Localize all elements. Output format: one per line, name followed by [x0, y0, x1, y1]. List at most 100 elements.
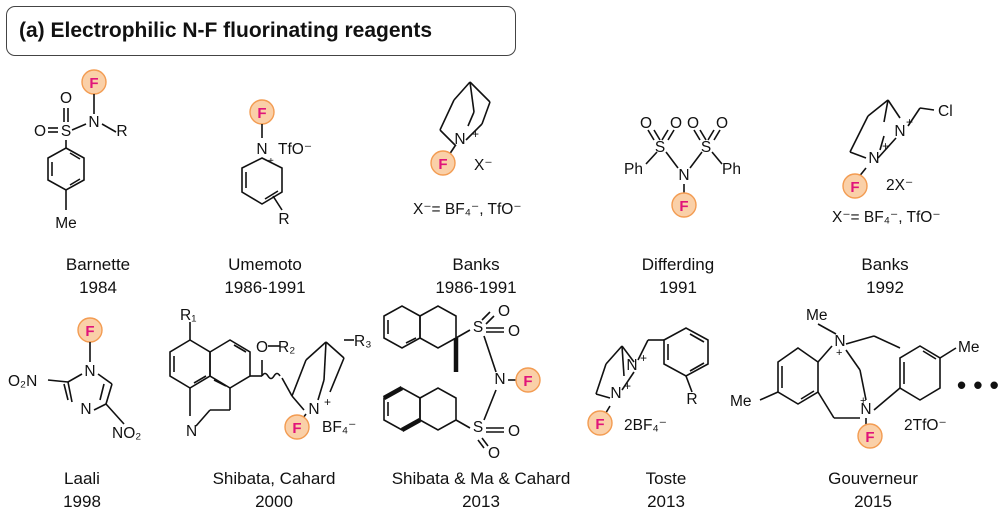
reagent-name: Differding: [642, 255, 714, 274]
atom-n: N: [610, 385, 621, 402]
charge-plus: +: [882, 139, 889, 153]
fluorine-badge: [857, 423, 883, 449]
counterion-definition: X⁻= BF₄⁻, TfO⁻: [832, 209, 941, 226]
counterion-x: X⁻: [474, 157, 493, 174]
nitro-group: NO₂: [112, 425, 141, 442]
atom-n: N: [80, 401, 91, 418]
charge-plus: +: [624, 379, 631, 393]
fluorine-badge: [515, 367, 541, 393]
atom-cl: Cl: [938, 103, 953, 120]
reagent-year: 2000: [255, 492, 293, 511]
fluorine-label: F: [257, 105, 266, 122]
atom-n: N: [860, 401, 871, 418]
reagent-year: 1992: [866, 278, 904, 297]
fluorine-label: F: [438, 156, 447, 173]
reagent-name: Toste: [646, 469, 687, 488]
atom-me: Me: [730, 393, 752, 410]
atom-o: O: [488, 445, 500, 462]
atom-ph: Ph: [624, 161, 643, 178]
reagent-year: 2013: [462, 492, 500, 511]
reagent-year: 1986-1991: [435, 278, 516, 297]
atom-o: O: [508, 323, 520, 340]
atom-o: O: [716, 115, 728, 132]
atom-n: N: [868, 150, 879, 167]
atom-me: Me: [806, 307, 828, 324]
atom-r: R: [116, 123, 127, 140]
structure-umemoto: F N + TfO⁻ R: [241, 99, 312, 228]
atom-n: N: [626, 357, 637, 374]
reagent-year: 2013: [647, 492, 685, 511]
counterion-tfo: TfO⁻: [278, 141, 312, 158]
reagent-name: Shibata & Ma & Cahard: [392, 469, 571, 488]
atom-n: N: [494, 371, 505, 388]
fluorine-label: F: [85, 323, 94, 340]
atom-s: S: [61, 123, 71, 140]
atom-n: N: [454, 131, 465, 148]
structure-differding: Ph S O O N S O O Ph F: [624, 115, 741, 218]
charge-plus: +: [860, 395, 866, 407]
atom-o: O: [670, 115, 682, 132]
fluorine-label: F: [595, 416, 604, 433]
structure-shibata-ma-cahard: S O O N F S O O: [382, 303, 541, 462]
charge-plus: +: [324, 395, 331, 409]
fluorine-label: F: [865, 429, 874, 446]
structure-shibata-cahard: R₁ N O R₂ R₃ N + F BF₄⁻: [169, 307, 372, 440]
atom-n: N: [84, 363, 95, 380]
atom-o: O: [498, 303, 510, 320]
reagent-name: Umemoto: [228, 255, 302, 274]
atom-n: N: [894, 123, 905, 140]
structure-toste: N + N + R F 2BF₄⁻: [587, 327, 709, 436]
charge-plus: +: [640, 351, 647, 365]
atom-o: O: [687, 115, 699, 132]
counterion-2tfo: 2TfO⁻: [904, 417, 947, 434]
atom-r2: R₂: [278, 339, 295, 356]
counterion-2x: 2X⁻: [886, 177, 913, 194]
charge-plus: +: [268, 156, 274, 167]
nitro-group: O₂N: [8, 373, 37, 390]
atom-me: Me: [55, 215, 77, 232]
atom-o: O: [640, 115, 652, 132]
atom-s: S: [701, 139, 711, 156]
atom-s: S: [473, 319, 483, 336]
structure-barnette: F N R S O O Me: [34, 69, 128, 232]
reagent-year: 2015: [854, 492, 892, 511]
fluorine-badge: [842, 173, 868, 199]
structure-banks-1986: N + F X⁻ X⁻= BF₄⁻, TfO⁻: [413, 81, 522, 218]
fluorine-label: F: [89, 75, 98, 92]
atom-r3: R₃: [354, 333, 372, 350]
atom-o: O: [508, 423, 520, 440]
atom-r1: R₁: [180, 307, 196, 324]
atom-n: N: [308, 401, 319, 418]
captions: Barnette 1984 Umemoto 1986-1991 Banks 19…: [63, 255, 918, 511]
atom-o: O: [60, 90, 72, 107]
reagent-name: Banks: [861, 255, 908, 274]
structure-laali: F N N O₂N NO₂: [8, 317, 141, 442]
section-title: (a) Electrophilic N-F fluorinating reage…: [6, 6, 516, 56]
fluorine-badge: [587, 410, 613, 436]
fluorine-badge: [430, 150, 456, 176]
atom-o: O: [34, 123, 46, 140]
reagent-year: 1984: [79, 278, 117, 297]
atom-o: O: [256, 339, 268, 356]
charge-plus: +: [472, 127, 479, 141]
counterion-definition: X⁻= BF₄⁻, TfO⁻: [413, 201, 522, 218]
atom-n: N: [186, 423, 197, 440]
fluorine-label: F: [679, 198, 688, 215]
charge-plus: +: [836, 347, 842, 359]
fluorine-label: F: [850, 179, 859, 196]
charge-plus: +: [906, 115, 913, 129]
reagent-name: Barnette: [66, 255, 130, 274]
counterion-2bf4: 2BF₄⁻: [624, 417, 667, 434]
reagent-year: 1991: [659, 278, 697, 297]
atom-s: S: [655, 139, 665, 156]
atom-n: N: [256, 141, 267, 158]
structure-banks-1992: N + N + Cl F 2X⁻ X⁻= BF₄⁻, TfO⁻: [832, 99, 953, 226]
fluorine-label: F: [523, 373, 532, 390]
fluorine-badge: [284, 414, 310, 440]
atom-r: R: [686, 391, 697, 408]
reagent-name: Gouverneur: [828, 469, 918, 488]
counterion-bf4: BF₄⁻: [322, 419, 356, 436]
structure-gouverneur: Me N + Me N + Me F 2TfO⁻ • • •: [730, 307, 999, 449]
atom-r: R: [278, 211, 289, 228]
